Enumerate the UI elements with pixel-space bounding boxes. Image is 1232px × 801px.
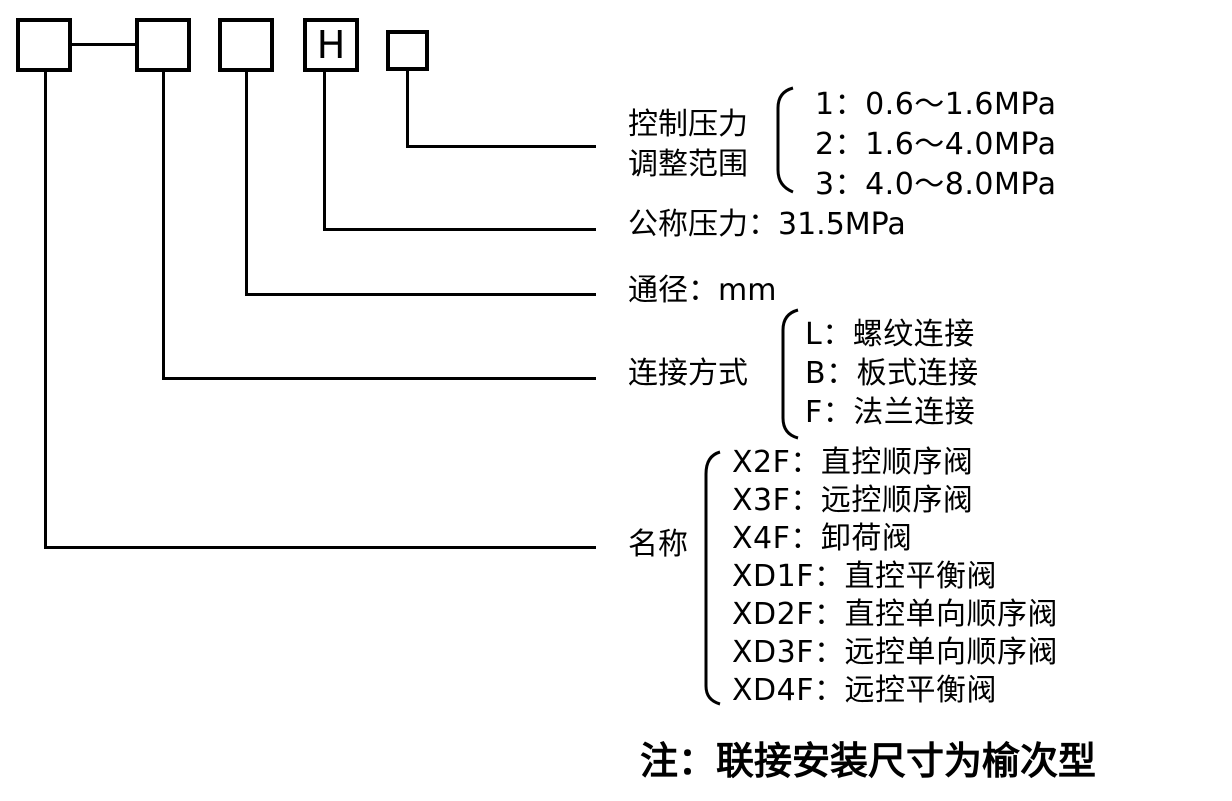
leader-connection-horizontal [162, 377, 596, 380]
code-box-connection [135, 18, 191, 72]
code-box-bore [218, 18, 274, 72]
bore-text: 通径：mm [628, 273, 777, 308]
name-label: 名称 [628, 527, 688, 562]
name-option-xd1f: XD1F：直控平衡阀 [732, 559, 997, 594]
brace-pressure-range [776, 86, 794, 194]
code-box-nominal-pressure: H [303, 18, 359, 72]
leader-name-vertical [44, 72, 47, 548]
pressure-range-label-line1: 控制压力 [628, 107, 748, 142]
brace-connection [781, 308, 799, 440]
connection-label: 连接方式 [628, 356, 748, 391]
leader-connection-vertical [162, 72, 165, 379]
name-option-x3f: X3F：远控顺序阀 [732, 483, 974, 518]
name-option-xd4f: XD4F：远控平衡阀 [732, 673, 997, 708]
leader-nominal-pressure-vertical [323, 72, 326, 230]
leader-name-horizontal [44, 546, 596, 549]
code-box-pressure-range [386, 30, 429, 71]
leader-pressure-range-vertical [406, 71, 409, 147]
pressure-range-label-line2: 调整范围 [628, 147, 748, 182]
brace-name [704, 450, 721, 706]
code-box-name [16, 18, 72, 72]
name-option-xd3f: XD3F：远控单向顺序阀 [732, 635, 1058, 670]
pressure-range-option-2: 2：1.6～4.0MPa [815, 127, 1057, 162]
pressure-range-option-1: 1：0.6～1.6MPa [815, 87, 1057, 122]
name-option-x2f: X2F：直控顺序阀 [732, 445, 974, 480]
leader-pressure-range-horizontal [406, 145, 596, 148]
dash-connector [72, 43, 135, 46]
name-option-xd2f: XD2F：直控单向顺序阀 [732, 597, 1058, 632]
name-option-x4f: X4F：卸荷阀 [732, 521, 913, 556]
nominal-pressure-text: 公称压力：31.5MPa [628, 207, 906, 242]
installation-note: 注：联接安装尺寸为榆次型 [640, 739, 1097, 783]
connection-option-l: L：螺纹连接 [805, 317, 975, 352]
pressure-range-option-3: 3：4.0～8.0MPa [815, 167, 1057, 202]
code-letter-h: H [316, 23, 346, 67]
leader-bore-horizontal [245, 293, 596, 296]
connection-option-f: F：法兰连接 [805, 395, 976, 430]
leader-nominal-pressure-horizontal [323, 228, 596, 231]
leader-bore-vertical [245, 72, 248, 295]
connection-option-b: B：板式连接 [805, 356, 979, 391]
